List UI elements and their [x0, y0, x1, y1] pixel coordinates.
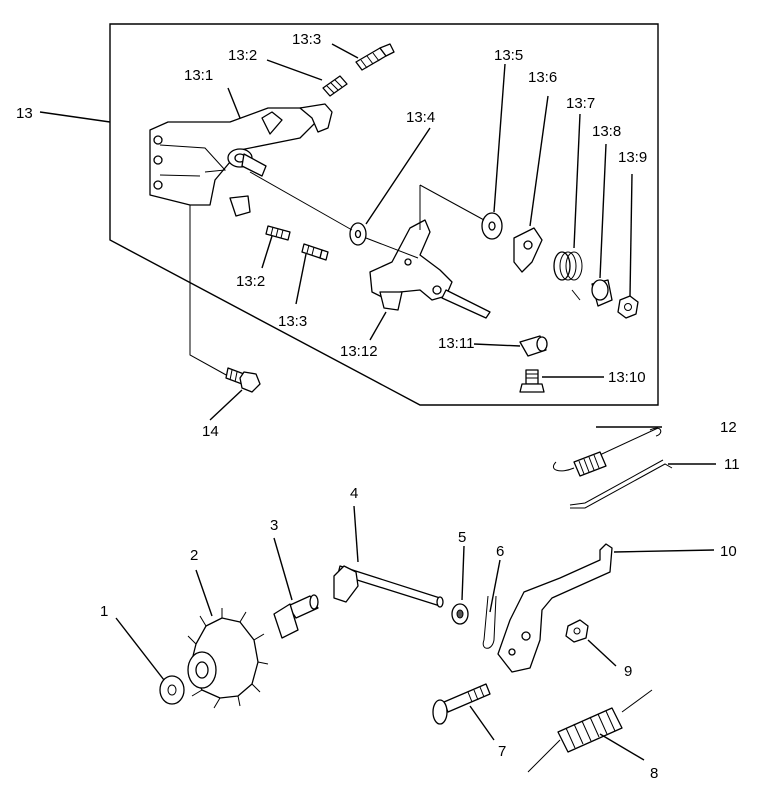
part-13-11-sleeve — [519, 335, 548, 357]
callout-9: 9 — [624, 663, 632, 680]
callout-12: 12 — [720, 419, 737, 436]
part-13-7-spring — [553, 251, 583, 301]
callout-14: 14 — [202, 423, 219, 440]
callout-5: 5 — [458, 529, 466, 546]
callout-13-7: 13:7 — [566, 95, 595, 112]
part-13-9-nut — [617, 295, 639, 319]
part-13-3-screw-upper — [355, 43, 395, 71]
callout-6: 6 — [496, 543, 504, 560]
part-13-8-bushing — [591, 279, 613, 307]
part-13-12-lever — [369, 219, 491, 319]
callout-13-2-lower: 13:2 — [236, 273, 265, 290]
callout-2: 2 — [190, 547, 198, 564]
part-5-washer — [451, 603, 469, 625]
part-13-10-screw — [519, 369, 545, 393]
callout-3: 3 — [270, 517, 278, 534]
callout-13-12: 13:12 — [340, 343, 378, 360]
part-2-gear — [187, 608, 269, 709]
part-13-1-bracket — [149, 103, 333, 217]
part-13-5-washer — [481, 212, 503, 240]
part-13-2-stud-lower — [265, 225, 291, 241]
part-11-rod — [569, 459, 673, 509]
callout-10: 10 — [720, 543, 737, 560]
callout-11: 11 — [724, 456, 740, 473]
part-12-spring — [552, 427, 662, 477]
axis-line-14 — [189, 205, 229, 377]
callout-8: 8 — [650, 765, 658, 782]
callout-13-3-lower: 13:3 — [278, 313, 307, 330]
part-13-2-stud-upper — [322, 75, 348, 97]
callout-13-3-upper: 13:3 — [292, 31, 321, 48]
callout-7: 7 — [498, 743, 506, 760]
part-13-6-cam-plate — [513, 227, 543, 273]
callout-13-10: 13:10 — [608, 369, 646, 386]
assembly-13-boundary — [109, 23, 659, 406]
part-8-spring — [527, 689, 653, 773]
callout-13: 13 — [16, 105, 33, 122]
part-13-4-washer — [349, 222, 367, 246]
part-7-bolt — [432, 683, 491, 725]
callout-13-5: 13:5 — [494, 47, 523, 64]
callout-4: 4 — [350, 485, 358, 502]
part-1-washer — [159, 675, 185, 705]
callout-13-6: 13:6 — [528, 69, 557, 86]
part-9-nut — [565, 619, 589, 643]
axis-line-13 — [249, 171, 485, 259]
callout-13-9: 13:9 — [618, 149, 647, 166]
part-3-sleeve — [273, 594, 319, 639]
part-14-flange-bolt — [225, 367, 261, 393]
leader-lines — [39, 43, 716, 761]
callout-13-8: 13:8 — [592, 123, 621, 140]
part-4-governor-shaft — [333, 565, 444, 608]
callout-1: 1 — [100, 603, 108, 620]
callout-13-1: 13:1 — [184, 67, 213, 84]
part-10-governor-lever — [497, 543, 613, 673]
callout-labels: 13 13:1 13:2 13:3 13:4 13:5 13:6 13:7 13… — [16, 31, 740, 782]
part-6-cotter-pin — [482, 595, 497, 649]
callout-13-11: 13:11 — [438, 335, 474, 352]
callout-13-4: 13:4 — [406, 109, 435, 126]
part-13-3-screw-lower — [301, 243, 329, 261]
callout-13-2-upper: 13:2 — [228, 47, 257, 64]
